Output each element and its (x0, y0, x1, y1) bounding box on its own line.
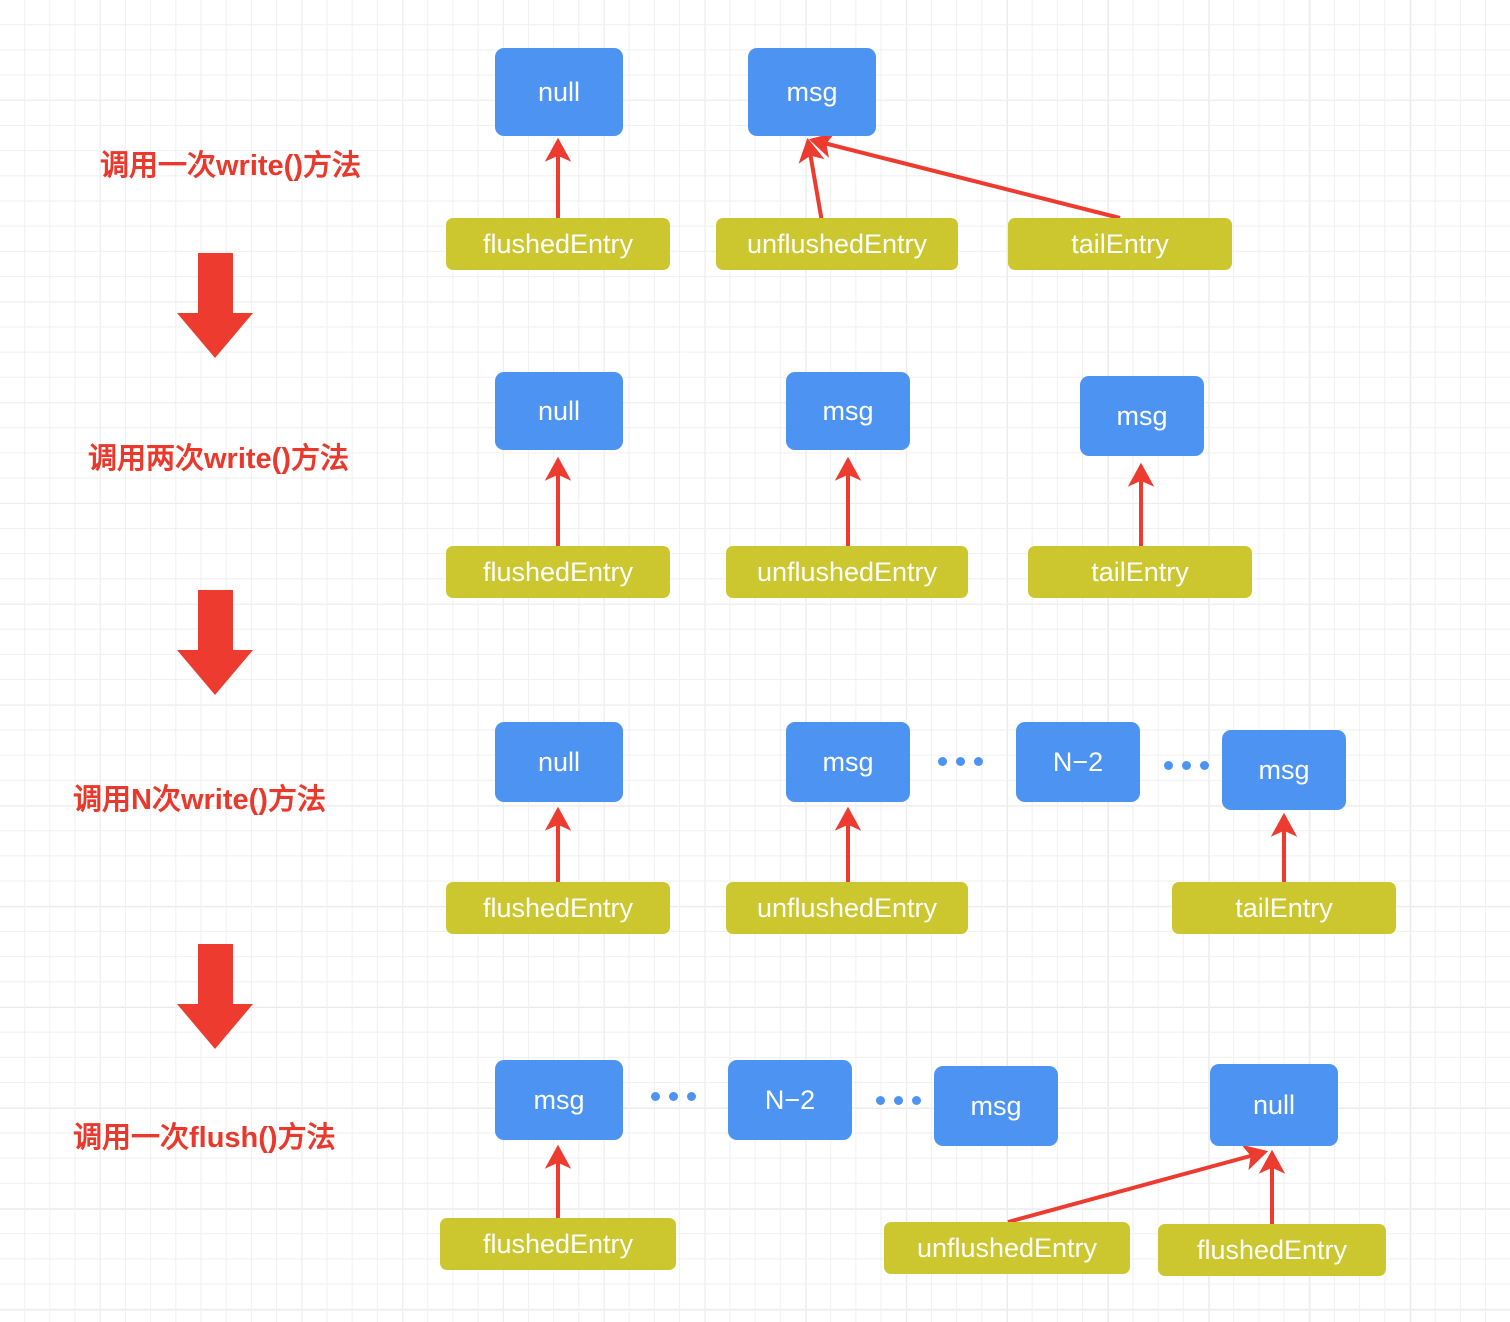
stage-label-write-twice: 调用两次write()方法 (88, 443, 350, 475)
arrow-tailEntry-to-msg (808, 132, 1121, 220)
ellipsis-2 (1164, 761, 1209, 770)
transition-down-arrows (177, 253, 253, 1049)
msg-node-msg-1: msg (786, 372, 910, 450)
msg-node-null: null (495, 372, 623, 450)
pointer-node-unflushedEntry: unflushedEntry (726, 546, 968, 598)
stage-3-arrows (544, 806, 1298, 886)
msg-node-msg-2: msg (1222, 730, 1346, 810)
pointer-node-tailEntry: tailEntry (1172, 882, 1396, 934)
msg-node-null: null (495, 48, 623, 136)
msg-node-msg: msg (748, 48, 876, 136)
pointer-node-flushedEntry-right: flushedEntry (1158, 1224, 1386, 1276)
msg-node-n-minus-2: N−2 (728, 1060, 852, 1140)
msg-node-n-minus-2: N−2 (1016, 722, 1140, 802)
pointer-node-flushedEntry: flushedEntry (446, 546, 670, 598)
msg-node-null: null (495, 722, 623, 802)
ellipsis-2 (876, 1096, 921, 1105)
stage-label-write-n: 调用N次write()方法 (73, 784, 326, 816)
arrow-unflushedEntry-to-msg (798, 137, 825, 223)
msg-node-msg-1: msg (495, 1060, 623, 1140)
pointer-node-unflushedEntry: unflushedEntry (716, 218, 958, 270)
pointer-node-flushedEntry: flushedEntry (446, 218, 670, 270)
arrow-unflushedEntry-to-null (1007, 1144, 1269, 1224)
stage-label-write-once: 调用一次write()方法 (100, 150, 362, 182)
pointer-node-flushedEntry-left: flushedEntry (440, 1218, 676, 1270)
msg-node-null: null (1210, 1064, 1338, 1146)
pointer-node-flushedEntry: flushedEntry (446, 882, 670, 934)
stage-2-arrows (544, 456, 1155, 550)
pointer-node-tailEntry: tailEntry (1028, 546, 1252, 598)
stage-1-arrows (544, 132, 1121, 223)
ellipsis-1 (651, 1092, 696, 1101)
stage-4-arrows (544, 1144, 1286, 1228)
msg-node-msg-2: msg (1080, 376, 1204, 456)
pointer-node-unflushedEntry: unflushedEntry (884, 1222, 1130, 1274)
pointer-node-tailEntry: tailEntry (1008, 218, 1232, 270)
msg-node-msg-2: msg (934, 1066, 1058, 1146)
msg-node-msg-1: msg (786, 722, 910, 802)
stage-label-flush-once: 调用一次flush()方法 (73, 1122, 336, 1154)
down-arrow-3 (177, 944, 253, 1049)
down-arrow-2 (177, 590, 253, 695)
ellipsis-1 (938, 757, 983, 766)
down-arrow-1 (177, 253, 253, 358)
pointer-node-unflushedEntry: unflushedEntry (726, 882, 968, 934)
